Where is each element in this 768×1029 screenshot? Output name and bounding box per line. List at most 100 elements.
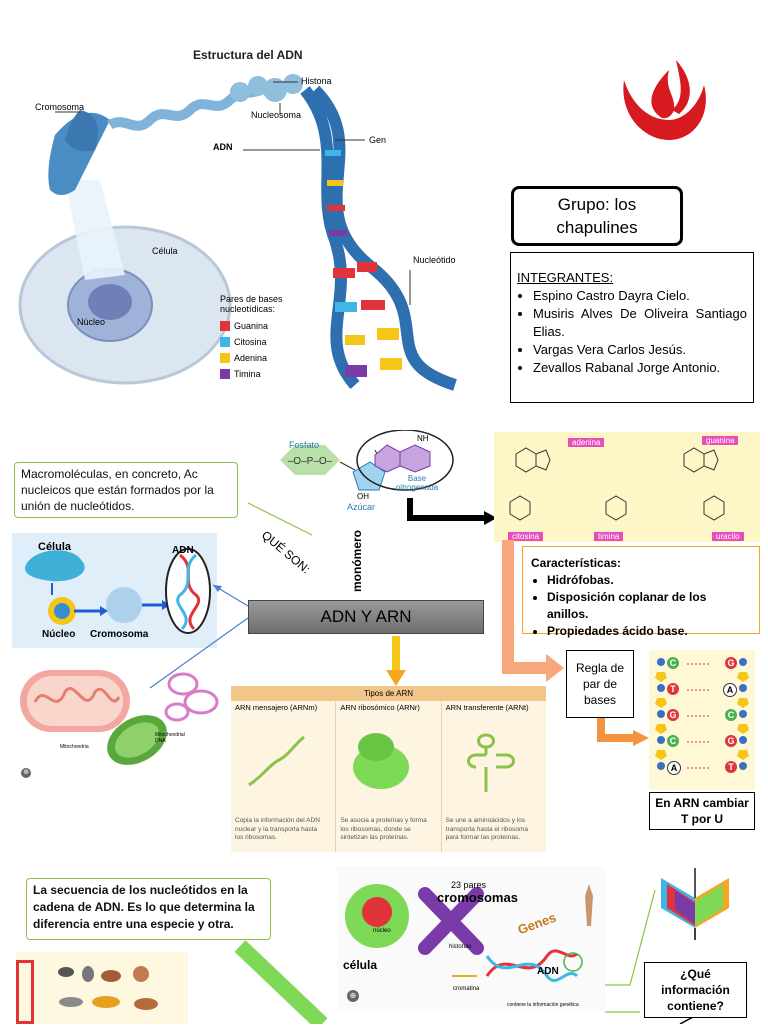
upc-logo-icon (614, 50, 714, 145)
mitochondria-figure: Mitochondria Mitochondrial DNA ⊕ (15, 662, 230, 778)
citosina-swatch (220, 337, 230, 347)
pair-rule-text: Regla de par de bases (575, 661, 625, 707)
nitrogen-bases-panel: adenina guanina citosina timina uracilo (494, 432, 760, 542)
ribosome-icon (353, 733, 410, 789)
genome-illustration: 23 pares cromosomas Genes núcleo célula … (337, 866, 605, 1011)
label-nucleosoma: Nucleosoma (251, 110, 302, 120)
trna-icon (466, 733, 515, 792)
arn-column-desc: Copia la información del ADN nuclear y l… (235, 817, 320, 841)
label-oh: OH (357, 492, 369, 501)
label-celula: Célula (152, 246, 178, 256)
adenina-tag: adenina (568, 438, 605, 447)
members-box: INTEGRANTES: Espino Castro Dayra Cielo. … (510, 252, 754, 403)
label-mitochondria: Mitochondria (60, 744, 89, 750)
pair-rule-box: Regla de par de bases (566, 650, 634, 718)
definition-box: Macromoléculas, en concreto, Ac nucleico… (14, 462, 238, 518)
label-gen: Gen (369, 135, 387, 145)
arn-note-text: En ARN cambiar T por U (655, 796, 749, 826)
arn-types-table: Tipos de ARN ARN mensajero (ARNm) Copia … (231, 686, 546, 852)
label-cromosomas: cromosomas (437, 890, 518, 905)
base-left: G (667, 709, 679, 721)
characteristics-list: Hidrófobas. Disposición coplanar de los … (531, 572, 751, 640)
label-nucleotido: Nucleótido (413, 255, 456, 265)
definition-text: Macromoléculas, en concreto, Ac nucleico… (21, 467, 214, 513)
arn-column-name: ARN ribosómico (ARNr) (340, 703, 420, 712)
label-cromosoma: Cromosoma (35, 102, 85, 112)
arn-column-name: ARN mensajero (ARNm) (235, 703, 318, 712)
base-left: T (667, 683, 679, 695)
members-title: INTEGRANTES: (517, 270, 614, 285)
label-23-pares: 23 pares (451, 880, 487, 890)
label-nucleo-genome: núcleo (373, 928, 391, 934)
base-right: G (725, 735, 737, 747)
arrow-to-pair-diagram (595, 718, 650, 748)
pair-row: A T (667, 761, 737, 775)
zoom-icon[interactable]: ⊕ (347, 990, 359, 1002)
species-strip (16, 952, 188, 1024)
sequence-text: La secuencia de los nucleótidos en la ca… (33, 883, 255, 931)
arn-column-arnm: ARN mensajero (ARNm) Copia la informació… (231, 701, 337, 852)
pair-row: T A (667, 683, 737, 697)
book-icon (655, 868, 735, 940)
label-fosfato: Fosfato (289, 440, 320, 450)
guanina-tag: guanina (702, 436, 739, 445)
dna-structure-figure: Estructura del ADN Histona Cromosoma Nuc… (15, 40, 485, 395)
base-right: T (725, 761, 737, 773)
label-celula-genome: célula (343, 958, 378, 972)
label-nucleo-small: Núcleo (42, 629, 76, 640)
member-item: Espino Castro Dayra Cielo. (533, 287, 747, 305)
label-histonas: histonas (449, 944, 472, 950)
species-frame (16, 960, 34, 1024)
label-cromosoma-small: Cromosoma (90, 629, 149, 640)
characteristic-item: Disposición coplanar de los anillos. (547, 589, 751, 623)
center-title: ADN Y ARN (320, 607, 412, 626)
center-title-box: ADN Y ARN (248, 600, 484, 634)
arn-column-desc: Se une a aminoácidos y los transporta ha… (445, 817, 529, 841)
guanina-swatch (220, 321, 230, 331)
pair-row: G C (667, 709, 737, 721)
base-left: C (667, 657, 679, 669)
base-left: C (667, 735, 679, 747)
label-adn-genome: ADN (537, 966, 559, 977)
arn-column-arnt: ARN transferente (ARNt) Se une a aminoác… (442, 701, 546, 852)
label-info-genetica: contiene la información genética (507, 1002, 579, 1008)
nucleotide-diagram: –O–P–O– Fosfato NH OH Azúcar Base nitrog… (275, 429, 475, 520)
zoom-icon[interactable]: ⊕ (21, 768, 31, 778)
label-base-nitrogenada: Base nitrogenada (395, 474, 439, 492)
base-right: C (725, 709, 737, 721)
label-mito-dna: Mitochondrial DNA (155, 732, 185, 744)
label-nh2: NH (417, 434, 429, 443)
pair-row: C G (667, 657, 737, 669)
base-legend: Guanina Citosina Adenina Timina (220, 318, 268, 382)
arn-column-arnr: ARN ribosómico (ARNr) Se asocia a proteí… (336, 701, 442, 852)
arrow-to-bases (404, 498, 499, 530)
timina-swatch (220, 369, 230, 379)
adenina-swatch (220, 353, 230, 363)
label-celula-small: Célula (38, 541, 72, 553)
dna-structure-title: Estructura del ADN (193, 48, 303, 62)
members-list: Espino Castro Dayra Cielo. Musiris Alves… (517, 287, 747, 377)
label-adn-small: ADN (172, 545, 194, 556)
info-question-text: ¿Qué información contiene? (661, 967, 730, 1013)
label-adn: ADN (213, 142, 233, 152)
uracilo-tag: uracilo (712, 532, 744, 541)
arrow-down-orange (386, 636, 406, 686)
arnm-strand-icon (248, 735, 305, 787)
citosina-tag: citosina (508, 532, 544, 541)
member-item: Musiris Alves De Oliveira Santiago Elias… (533, 305, 747, 341)
characteristics-box: Características: Hidrófobas. Disposición… (522, 546, 760, 638)
pair-row: C G (667, 735, 737, 747)
arn-note-box: En ARN cambiar T por U (649, 792, 755, 830)
base-right: A (723, 683, 737, 697)
label-nucleo: Núcleo (77, 317, 106, 327)
sequence-box: La secuencia de los nucleótidos en la ca… (26, 878, 271, 940)
characteristic-item: Propiedades ácido base. (547, 623, 751, 640)
info-question-box: ¿Qué información contiene? (644, 962, 747, 1018)
member-item: Zevallos Rabanal Jorge Antonio. (533, 359, 747, 377)
label-azucar: Azúcar (347, 502, 376, 512)
base-left: A (667, 761, 681, 775)
arn-column-name: ARN transferente (ARNt) (445, 703, 529, 712)
arn-types-title: Tipos de ARN (231, 686, 546, 701)
